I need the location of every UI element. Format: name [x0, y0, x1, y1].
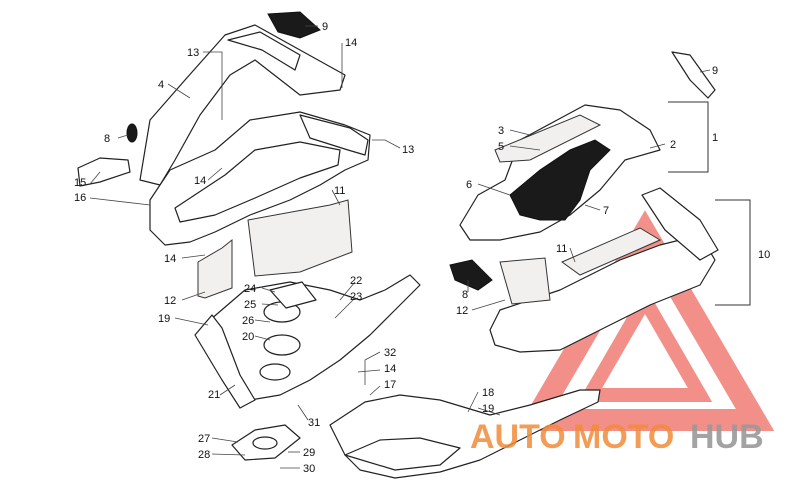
callout-14-mid: 14: [194, 175, 206, 187]
hood-top-panel: [139, 24, 346, 186]
hood-main-body: [149, 111, 371, 246]
callout-12-right: 12: [456, 305, 468, 317]
callout-20: 20: [242, 331, 254, 343]
callout-1: 1: [712, 132, 718, 144]
callout-7: 7: [603, 205, 609, 217]
callout-11-right: 11: [556, 243, 567, 255]
callout-28: 28: [198, 449, 210, 461]
foam-pad-right: [499, 257, 551, 305]
lower-bracket: [231, 424, 301, 461]
side-trim-left: [194, 314, 256, 409]
callout-25: 25: [244, 299, 256, 311]
watermark-text-moto: MOTO: [573, 418, 674, 456]
callout-15: 15: [74, 177, 86, 189]
callout-18: 18: [482, 387, 494, 399]
callout-22: 22: [350, 275, 362, 287]
foam-pad-large: [247, 199, 353, 277]
callout-14-bottom: 14: [384, 363, 396, 375]
callout-19-right: 19: [482, 403, 494, 415]
callout-5: 5: [498, 141, 504, 153]
callout-21: 21: [208, 389, 220, 401]
bracket-group-1: [668, 101, 709, 173]
bracket-group-10: [715, 199, 751, 306]
callout-12-left: 12: [164, 295, 176, 307]
callout-14-low: 14: [164, 253, 176, 265]
callout-26: 26: [242, 315, 254, 327]
callout-32: 32: [384, 347, 396, 359]
callout-6: 6: [466, 179, 472, 191]
callout-30: 30: [303, 463, 315, 475]
callout-19-left: 19: [158, 313, 170, 325]
foam-pad-small-left: [197, 238, 233, 299]
right-lower-panel: [489, 187, 719, 353]
callout-13-left: 13: [187, 47, 199, 59]
callout-16: 16: [74, 192, 86, 204]
belly-pan: [329, 389, 601, 479]
callout-10: 10: [758, 249, 770, 261]
gauge-bracket: [269, 281, 317, 309]
callout-labels: 9 14 13 4 8 13 14 15 16 11 14 12 9 1 2 3…: [74, 21, 770, 475]
callout-4: 4: [158, 79, 164, 91]
callout-23: 23: [350, 291, 362, 303]
callout-17: 17: [384, 379, 396, 391]
vent-grille-right: [671, 51, 716, 99]
callout-24: 24: [244, 283, 256, 295]
callout-9-top: 9: [322, 21, 328, 33]
knob-left: [126, 123, 138, 143]
leader-lines: [89, 25, 711, 469]
side-bracket-left: [77, 157, 131, 187]
vent-grille-top: [267, 11, 321, 39]
callout-9-right: 9: [712, 65, 718, 77]
watermark-text-hub: HUB: [690, 418, 764, 456]
callout-13-right: 13: [402, 144, 414, 156]
vent-grille-right-small: [449, 259, 493, 291]
watermark-text-auto: AUTO: [470, 418, 566, 456]
callout-14-top: 14: [345, 37, 357, 49]
callout-11-left: 11: [334, 185, 345, 197]
callout-31: 31: [308, 417, 320, 429]
callout-29: 29: [303, 447, 315, 459]
watermark-logo: AUTO MOTO HUB: [470, 418, 764, 456]
right-shroud: [459, 104, 661, 241]
callout-8-right: 8: [462, 289, 468, 301]
callout-2: 2: [670, 139, 676, 151]
callout-8-left: 8: [104, 133, 110, 145]
callout-27: 27: [198, 433, 210, 445]
callout-3: 3: [498, 125, 504, 137]
